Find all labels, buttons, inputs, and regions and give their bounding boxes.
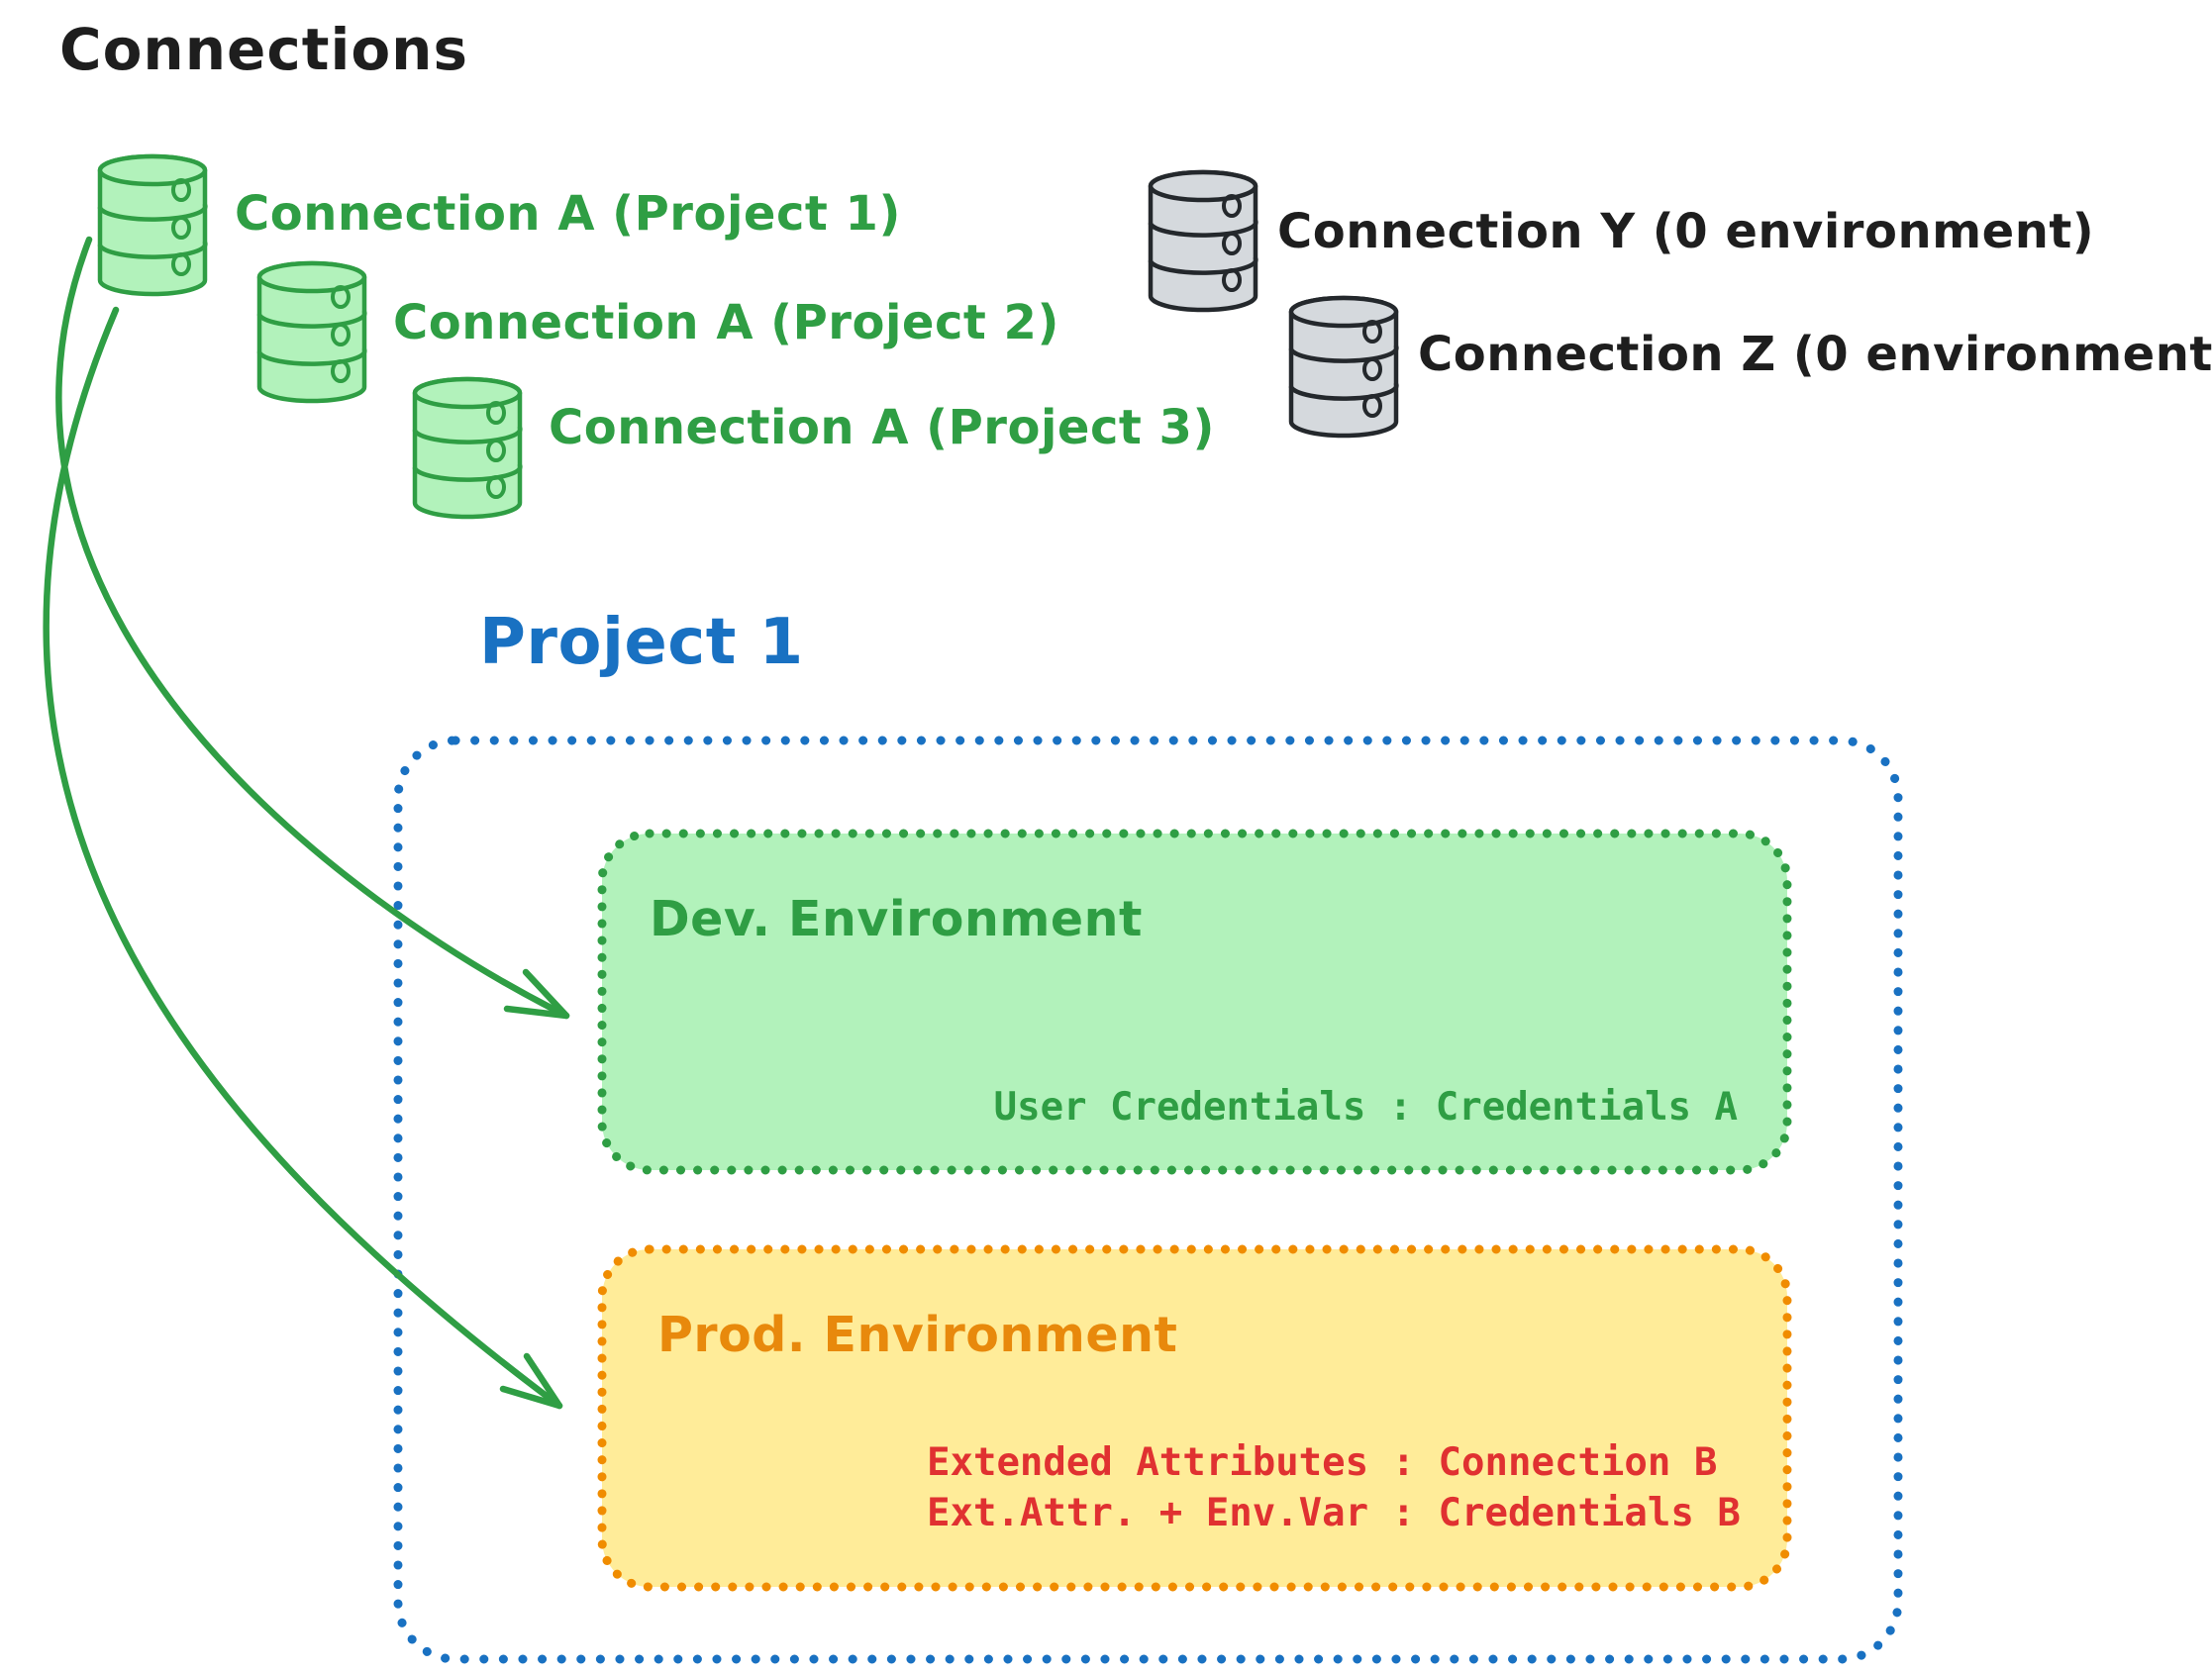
dev-environment-box (597, 829, 1792, 1175)
prod-extended-attributes-binding: Extended Attributes : Connection B (927, 1440, 1718, 1485)
prod-env-var-binding: Ext.Attr. + Env.Var : Credentials B (927, 1491, 1741, 1535)
page-title: Connections (59, 16, 468, 83)
database-icon (415, 379, 521, 517)
connection-a-project-3-label: Connection A (Project 3) (549, 400, 1215, 455)
database-icon (1151, 172, 1257, 310)
arrow-connection-a-to-dev (55, 236, 570, 1020)
connection-a-project-2-label: Connection A (Project 2) (393, 295, 1059, 350)
project-1-box (393, 736, 1903, 1664)
connection-a-project-1-label: Connection A (Project 1) (235, 186, 901, 242)
prod-environment-box (597, 1244, 1792, 1592)
arrow-connection-a-to-prod (43, 306, 563, 1410)
dev-credentials-binding: User Credentials : Credentials A (993, 1085, 1738, 1130)
database-icon (259, 263, 365, 401)
project-1-title: Project 1 (479, 606, 804, 679)
database-icon (100, 156, 206, 294)
connection-z-label: Connection Z (0 environment) (1418, 327, 2212, 382)
connection-y-label: Connection Y (0 environment) (1277, 204, 2095, 259)
dev-environment-title: Dev. Environment (650, 891, 1143, 947)
prod-environment-title: Prod. Environment (657, 1307, 1178, 1363)
database-icon (1291, 298, 1397, 436)
prod-bindings: Extended Attributes : Connection B Ext.A… (927, 1437, 1741, 1538)
